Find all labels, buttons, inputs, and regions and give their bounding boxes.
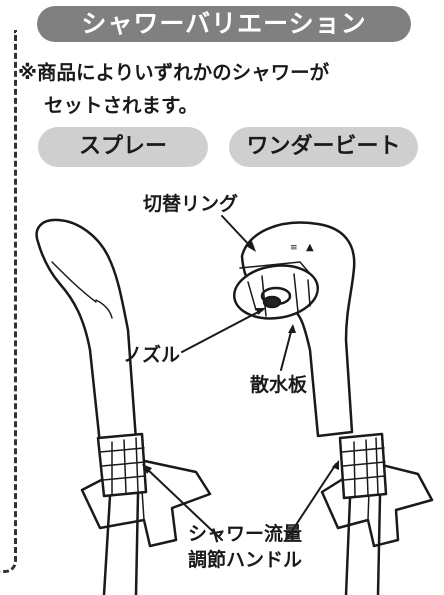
wonder-beat-shower-head: ▲ ≡ (233, 221, 434, 595)
spray-plate-label: 散水板 (250, 374, 308, 396)
wonder-beat-type-label: ワンダービート (229, 127, 418, 167)
note-line-1: ※商品によりいずれかのシャワーが (18, 61, 330, 84)
flow-adjust-line-1: シャワー流量 (188, 523, 303, 545)
note-line-2: セットされます。 (44, 94, 199, 117)
svg-text:≡: ≡ (290, 243, 298, 253)
svg-text:▲: ▲ (306, 242, 314, 253)
section-title: シャワーバリエーション (37, 6, 411, 42)
arrow-heads (142, 241, 339, 474)
flow-adjust-handle-label: シャワー流量 調節ハンドル (188, 521, 302, 573)
dashed-bracket (0, 30, 17, 573)
switching-ring-label: 切替リング (143, 193, 239, 215)
leader-lines (145, 215, 337, 541)
spray-type-label: スプレー (38, 127, 208, 167)
spray-shower-head (35, 218, 212, 595)
note-text: ※商品によりいずれかのシャワーが セットされます。 (18, 56, 428, 122)
flow-adjust-line-2: 調節ハンドル (188, 549, 303, 571)
nozzle-label: ノズル (123, 344, 181, 366)
